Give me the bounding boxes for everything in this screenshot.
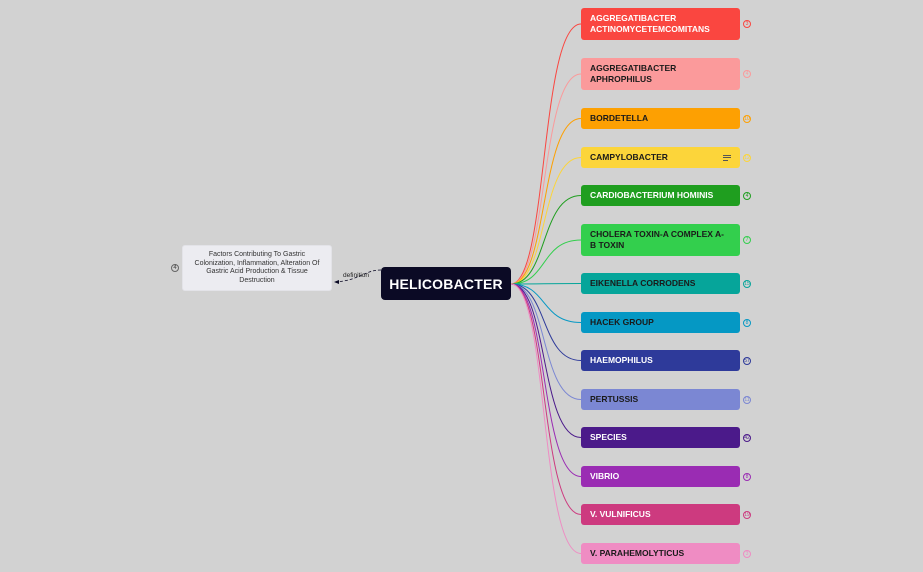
notes-icon[interactable] (723, 154, 731, 161)
child-count-badge[interactable]: 4 (743, 70, 751, 78)
child-count-badge[interactable]: 15 (743, 279, 751, 288)
child-count-badge[interactable]: 4 (743, 191, 751, 200)
child-node[interactable]: HACEK GROUP (581, 312, 740, 333)
child-count-badge[interactable]: 19 (743, 510, 751, 519)
child-node-label-line: CHOLERA TOXIN-A COMPLEX A- (590, 229, 724, 239)
child-count-badge[interactable]: 8 (743, 472, 751, 481)
child-node-label: EIKENELLA CORRODENS (590, 278, 695, 289)
child-node[interactable]: CARDIOBACTERIUM HOMINIS (581, 185, 740, 206)
edge-root-to-child (510, 283, 582, 438)
child-count-badge[interactable]: 7 (743, 236, 751, 244)
child-node-label-line: AGGREGATIBACTER (590, 63, 677, 73)
child-node[interactable]: VIBRIO (581, 466, 740, 487)
child-node[interactable]: EIKENELLA CORRODENS (581, 273, 740, 294)
child-node[interactable]: BORDETELLA (581, 108, 740, 129)
child-node-label-line: V. PARAHEMOLYTICUS (590, 548, 685, 558)
definition-edge-arrow (334, 280, 339, 284)
root-node[interactable]: HELICOBACTER (381, 267, 511, 300)
edge-root-to-child (510, 283, 582, 515)
definition-node[interactable]: Factors Contributing To Gastric Coloniza… (182, 245, 332, 291)
child-node-label: CARDIOBACTERIUM HOMINIS (590, 190, 713, 201)
edge-root-to-child (510, 283, 582, 477)
edge-root-to-child (510, 283, 582, 285)
child-node[interactable]: CHOLERA TOXIN-A COMPLEX A-B TOXIN (581, 224, 740, 256)
child-node-label-line: V. VULNIFICUS (590, 509, 651, 519)
child-count-badge[interactable]: 10 (743, 114, 751, 123)
child-node-label: BORDETELLA (590, 113, 648, 124)
definition-edge-label: definition (343, 272, 370, 279)
child-node-label: HACEK GROUP (590, 317, 654, 328)
child-count-badge[interactable]: 11 (743, 395, 751, 404)
child-node-label: V. PARAHEMOLYTICUS (590, 548, 684, 559)
edge-root-to-child (510, 23, 582, 285)
child-node-label-line: AGGREGATIBACTER (590, 13, 677, 23)
child-node-label: HAEMOPHILUS (590, 355, 653, 366)
child-count-badge[interactable]: 12 (743, 153, 751, 162)
edge-root-to-child (510, 283, 582, 400)
edge-root-to-child (510, 195, 582, 285)
child-node-label: VIBRIO (590, 471, 619, 482)
definition-edge (335, 269, 382, 283)
definition-collapse-toggle[interactable]: 4 (171, 264, 179, 272)
child-node-label-line: VIBRIO (590, 471, 620, 481)
child-node[interactable]: PERTUSSIS (581, 389, 740, 410)
child-node-label: PERTUSSIS (590, 394, 638, 405)
root-label: HELICOBACTER (389, 275, 503, 292)
definition-text: Factors Contributing To Gastric Coloniza… (194, 251, 320, 284)
child-count-badge[interactable]: 3 (743, 549, 751, 558)
child-node-label-line: APHROPHILUS (590, 74, 652, 84)
edge-root-to-child (510, 283, 582, 554)
child-node-label-line: HAEMOPHILUS (590, 355, 653, 365)
child-count-badge[interactable]: 57 (743, 356, 751, 365)
child-node-label-line: BORDETELLA (590, 113, 649, 123)
edge-root-to-child (510, 239, 582, 285)
child-node-label-line: EIKENELLA CORRODENS (590, 278, 696, 288)
child-node-label: CAMPYLOBACTER (590, 152, 668, 163)
child-count-badge[interactable]: 8 (743, 318, 751, 327)
child-node[interactable]: V. PARAHEMOLYTICUS (581, 543, 740, 564)
child-node[interactable]: HAEMOPHILUS (581, 350, 740, 371)
child-node-label-line: CARDIOBACTERIUM HOMINIS (590, 190, 714, 200)
child-node-label-line: PERTUSSIS (590, 394, 639, 404)
child-node-label-line: CAMPYLOBACTER (590, 152, 668, 162)
child-node-label-line: SPECIES (590, 432, 627, 442)
child-node-label-line: HACEK GROUP (590, 317, 654, 327)
child-node[interactable]: V. VULNIFICUS (581, 504, 740, 525)
child-node[interactable]: CAMPYLOBACTER (581, 147, 740, 168)
child-node-label-line: B TOXIN (590, 240, 625, 250)
child-node-label: V. VULNIFICUS (590, 509, 651, 520)
edge-root-to-child (510, 283, 582, 323)
child-count-badge[interactable]: 42 (743, 433, 751, 442)
edge-root-to-child (510, 157, 582, 285)
child-count-badge[interactable]: 3 (743, 20, 751, 28)
edge-root-to-child (510, 118, 582, 285)
child-node-label: CHOLERA TOXIN-A COMPLEX A-B TOXIN (590, 229, 724, 251)
child-node[interactable]: SPECIES (581, 427, 740, 448)
child-node-label-line: ACTINOMYCETEMCOMITANS (590, 24, 710, 34)
edge-root-to-child (510, 283, 582, 361)
child-node-label: SPECIES (590, 432, 627, 443)
edge-root-to-child (510, 73, 582, 285)
